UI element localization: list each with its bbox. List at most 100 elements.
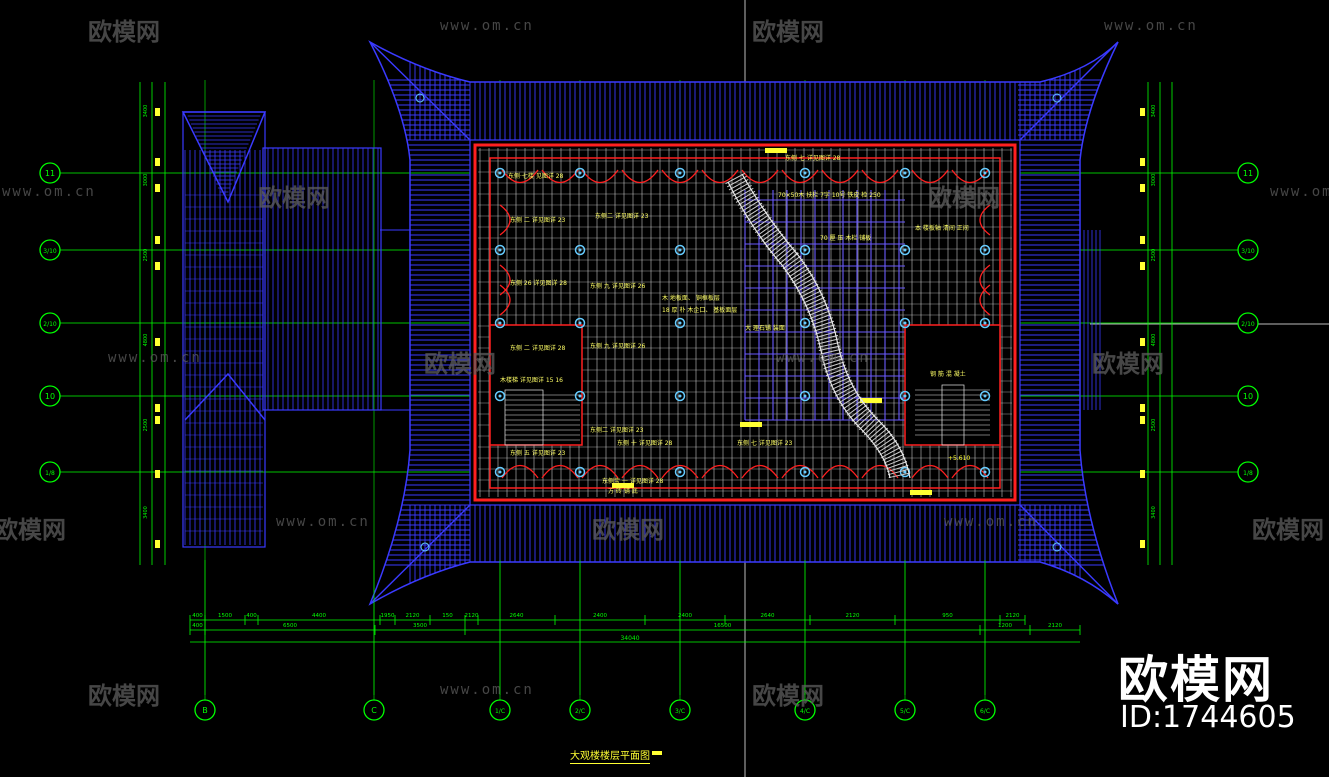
column [674, 244, 686, 256]
annotation-label: 木楼梯 详见图详 15 16 [500, 376, 563, 384]
dim-label: 950 [942, 613, 953, 619]
label-marker [612, 483, 634, 488]
watermark-logo: 欧模网 [424, 350, 496, 378]
column [574, 317, 586, 329]
column-core [498, 470, 502, 474]
dim-label: 2640 [761, 613, 775, 619]
column-core [578, 394, 582, 398]
watermark-logo: 欧模网 [752, 18, 824, 46]
column [494, 244, 506, 256]
window-arch [911, 464, 949, 479]
window-arch [861, 169, 899, 184]
column-core [498, 394, 502, 398]
column [674, 317, 686, 329]
watermark-logo: 欧模网 [1092, 350, 1164, 378]
dim-marker [155, 416, 160, 424]
brand-logo: 欧模网 [1118, 651, 1274, 709]
axis-bubble [39, 385, 61, 407]
dim-label: 3400 [1151, 105, 1157, 118]
window-arch [621, 464, 659, 479]
axis-bubble-label: 2/C [575, 708, 585, 715]
window-arch [979, 204, 991, 236]
column [674, 167, 686, 179]
column [799, 390, 811, 402]
column [979, 317, 991, 329]
column [494, 466, 506, 478]
dim-label: 3500 [413, 623, 427, 629]
dim-label: 3000 [1151, 174, 1157, 187]
dim-marker [155, 158, 160, 166]
axis-bubble [39, 312, 61, 334]
annotation-label: 东侧 五 详见图详 23 [510, 449, 566, 457]
watermark-url: www.om.cn [1270, 184, 1329, 200]
axis-bubble-label: 1/8 [1243, 470, 1253, 477]
dim-label: 2640 [510, 613, 524, 619]
axis-bubble-label: 3/10 [43, 248, 57, 255]
dim-marker [1140, 158, 1145, 166]
column [979, 466, 991, 478]
dim-marker [155, 404, 160, 412]
annotation-label: 东侧 十 详见图详 28 [617, 439, 673, 447]
window-arch [499, 264, 511, 296]
window-arch [661, 169, 699, 184]
window-arch [781, 464, 819, 479]
brand-id: ID:1744605 [1120, 700, 1296, 735]
annotation-label: 东侧 26 详见图详 28 [510, 279, 567, 287]
outer-wall [473, 143, 1017, 502]
drawing-title: 大观楼楼层平面图 [570, 747, 650, 764]
label-marker [740, 422, 762, 427]
axis-bubble-label: 11 [1243, 169, 1253, 178]
window-arch [661, 464, 699, 479]
dim-label: 2500 [143, 419, 149, 432]
axis-bubble-label: 1/C [495, 708, 505, 715]
watermark-url: www.om.cn [440, 18, 534, 34]
column [799, 244, 811, 256]
watermark-logo: 欧模网 [752, 682, 824, 710]
annotation-label: 东侧 九 详见图详 26 [590, 342, 646, 350]
column [674, 390, 686, 402]
dim-marker [155, 262, 160, 270]
column [979, 244, 991, 256]
column [494, 167, 506, 179]
dim-marker [1140, 108, 1145, 116]
column-core [678, 171, 682, 175]
column-core [803, 171, 807, 175]
column-core [803, 321, 807, 325]
window-arch [741, 464, 779, 479]
annotation-label: 东侧 九 详见图详 26 [590, 282, 646, 290]
column-core [903, 248, 907, 252]
dim-label: 6500 [283, 623, 297, 629]
column-core [903, 394, 907, 398]
column-core [903, 321, 907, 325]
dim-label: 3400 [143, 506, 149, 519]
inner-wall [489, 157, 1001, 489]
dim-label: 2120 [1048, 623, 1062, 629]
watermark-url: www.om.cn [440, 682, 534, 698]
axis-bubble [669, 699, 691, 721]
window-arch [541, 464, 579, 479]
watermark-logo: 欧模网 [592, 516, 664, 544]
annotation-label: 东侧·七楼 见图详 28 [508, 172, 564, 180]
window-arch [501, 464, 539, 479]
watermark-url: www.om.cn [2, 184, 96, 200]
annotation-label: 东侧 二 详见图详 28 [510, 344, 566, 352]
dim-label: 2500 [1151, 419, 1157, 432]
window-arch [499, 284, 511, 316]
hip-ridge [369, 504, 471, 605]
axis-bubble-label: 3/C [675, 708, 685, 715]
window-arch [911, 169, 949, 184]
label-marker [765, 148, 787, 153]
watermark-url: www.om.cn [1104, 18, 1198, 34]
watermark-url: www.om.cn [108, 350, 202, 366]
annotation-label: 东侧 二 详见图详 23 [510, 216, 566, 224]
watermark-logo: 欧模网 [1252, 516, 1324, 544]
axis-bubble [39, 162, 61, 184]
column-core [578, 470, 582, 474]
watermark-url: www.om.cn [944, 514, 1038, 530]
dim-label: 4800 [143, 334, 149, 347]
window-arch [701, 464, 739, 479]
watermark-url: www.om.cn [276, 514, 370, 530]
column [899, 244, 911, 256]
axis-bubble [1237, 239, 1259, 261]
